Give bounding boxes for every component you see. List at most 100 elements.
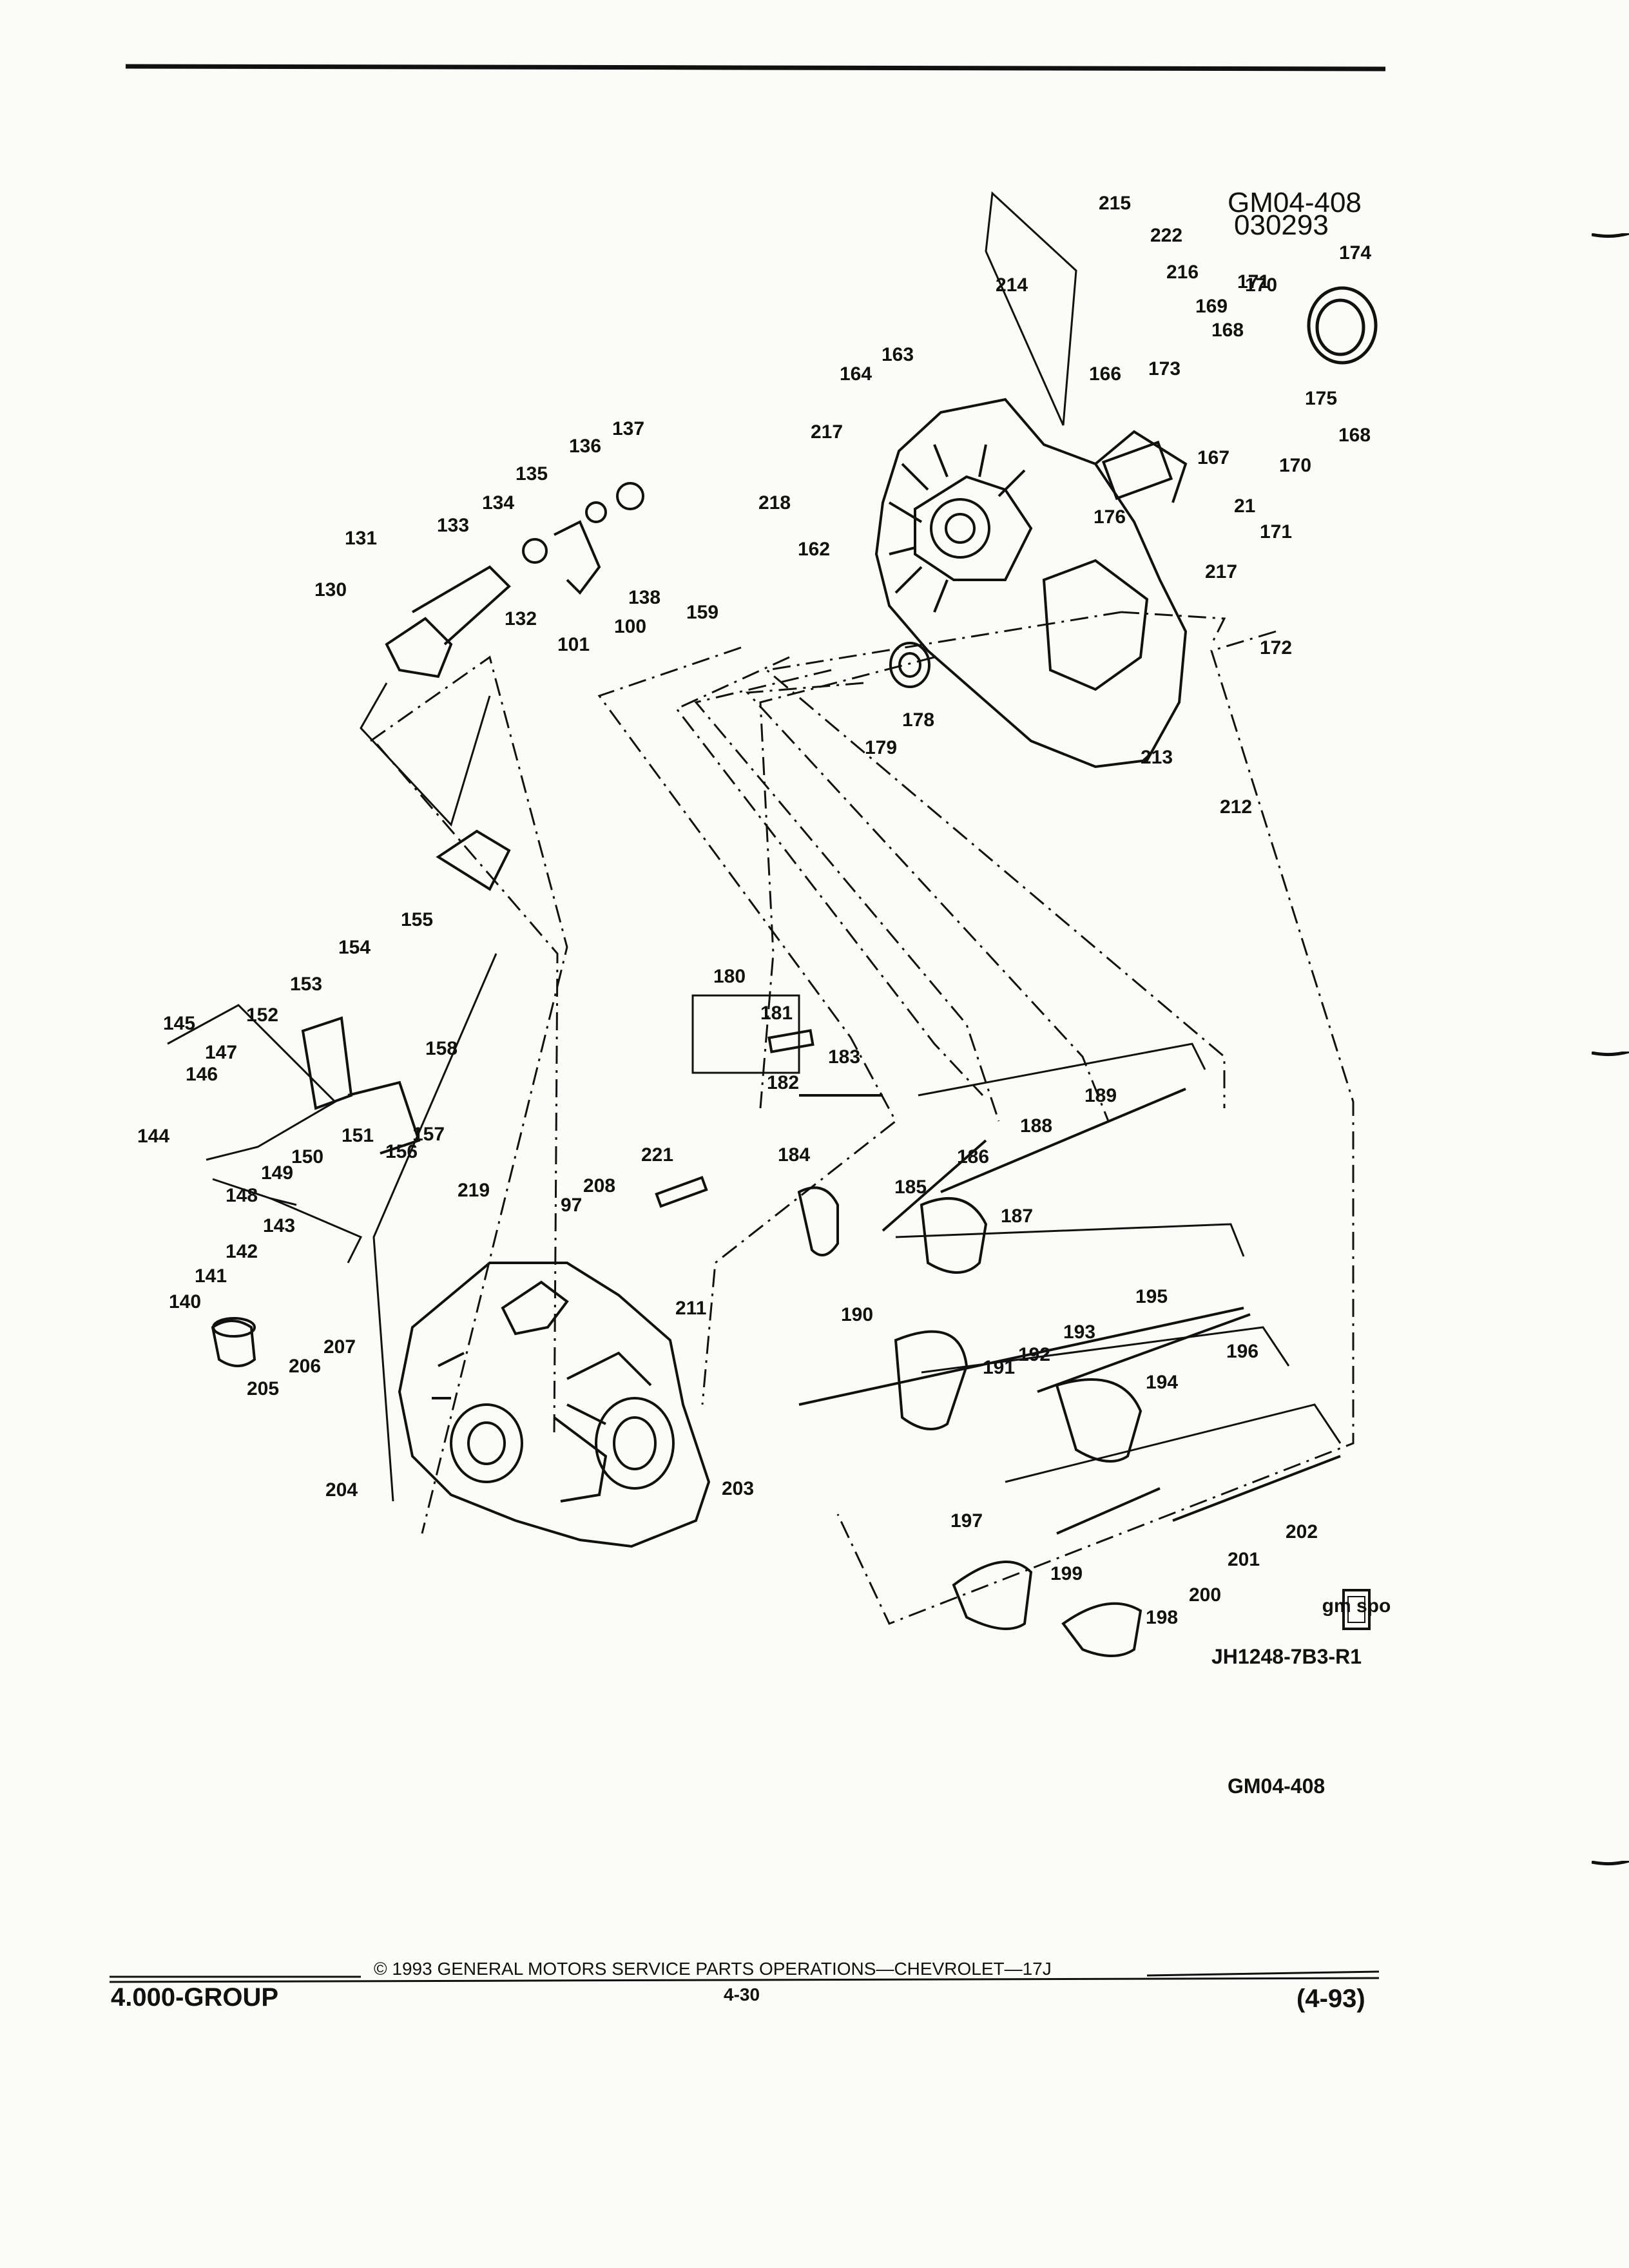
- callout-151: 151: [342, 1125, 374, 1146]
- seal-ring: [1307, 286, 1378, 365]
- gm-spo-badge-text: gm spo: [1322, 1595, 1391, 1617]
- callout-206: 206: [289, 1356, 321, 1377]
- callout-190: 190: [841, 1304, 873, 1325]
- callout-171: 171: [1237, 271, 1269, 293]
- callout-140: 140: [169, 1291, 201, 1312]
- footer-page-number: 4-30: [724, 1984, 760, 2004]
- callout-147: 147: [205, 1042, 237, 1063]
- callout-134: 134: [482, 492, 514, 514]
- subassembly-outlines: [167, 191, 1342, 1502]
- callout-207: 207: [323, 1336, 356, 1358]
- callout-labels: 2197100101130131132133134135136137138140…: [137, 193, 1371, 1628]
- callout-21: 21: [1234, 495, 1255, 517]
- callout-144: 144: [137, 1126, 169, 1147]
- callout-221: 221: [641, 1144, 673, 1166]
- callout-204: 204: [325, 1479, 358, 1501]
- callout-159: 159: [686, 602, 718, 623]
- callout-193: 193: [1063, 1321, 1095, 1343]
- gm-spo-badge: gm spo: [1322, 1589, 1391, 1630]
- header-ref-date: 030293: [1234, 209, 1329, 241]
- callout-132: 132: [505, 608, 537, 629]
- callout-188: 188: [1020, 1115, 1052, 1137]
- callout-196: 196: [1226, 1341, 1258, 1362]
- callout-130: 130: [314, 579, 347, 601]
- callout-138: 138: [628, 587, 660, 608]
- callout-183: 183: [828, 1046, 860, 1068]
- callout-180: 180: [713, 966, 746, 987]
- callout-155: 155: [401, 909, 433, 930]
- callout-170: 170: [1245, 274, 1277, 296]
- callout-166: 166: [1089, 363, 1121, 385]
- callout-174: 174: [1339, 242, 1371, 264]
- callout-131: 131: [345, 528, 377, 549]
- header-ref-code: GM04-408: [1228, 187, 1362, 218]
- footer-date: (4-93): [1296, 1984, 1365, 2013]
- callout-213: 213: [1141, 747, 1173, 768]
- callout-201: 201: [1228, 1549, 1260, 1570]
- edge-tab-mark-3: [1592, 1861, 1629, 1866]
- edge-tab-mark-2: [1592, 1052, 1629, 1057]
- callout-215: 215: [1099, 193, 1131, 214]
- callout-203: 203: [722, 1478, 754, 1499]
- callout-97: 97: [561, 1195, 582, 1216]
- callout-173: 173: [1148, 358, 1181, 380]
- clutch-housing: [874, 398, 1188, 769]
- shift-forks-and-rails: [655, 1029, 1341, 1657]
- shift-lever-assembly: [211, 482, 644, 1367]
- callout-150: 150: [291, 1146, 323, 1168]
- callout-136: 136: [569, 436, 601, 457]
- callout-195: 195: [1135, 1286, 1168, 1307]
- callout-163: 163: [882, 344, 914, 365]
- callout-156: 156: [385, 1141, 418, 1162]
- callout-189: 189: [1084, 1085, 1117, 1106]
- callout-141: 141: [195, 1265, 227, 1287]
- callout-216: 216: [1166, 262, 1199, 283]
- callout-146: 146: [186, 1064, 218, 1085]
- callout-212: 212: [1220, 796, 1252, 818]
- callout-202: 202: [1286, 1521, 1318, 1542]
- callout-194: 194: [1146, 1372, 1178, 1393]
- callout-100: 100: [614, 616, 646, 637]
- callout-157: 157: [412, 1124, 445, 1145]
- callout-171: 171: [1260, 521, 1292, 543]
- callout-148: 148: [226, 1185, 258, 1206]
- callout-217: 217: [1205, 561, 1237, 582]
- callout-219: 219: [458, 1180, 490, 1201]
- footer-rule-right: [1146, 1970, 1380, 1977]
- callout-198: 198: [1146, 1607, 1178, 1628]
- callout-200: 200: [1189, 1584, 1221, 1606]
- callout-164: 164: [840, 363, 872, 385]
- callout-169: 169: [1195, 296, 1228, 317]
- callout-191: 191: [983, 1357, 1015, 1378]
- callout-137: 137: [612, 418, 644, 439]
- callout-181: 181: [760, 1003, 793, 1024]
- transmission-case: [398, 1262, 711, 1548]
- callout-178: 178: [902, 709, 934, 731]
- callout-168: 168: [1211, 320, 1244, 341]
- callout-172: 172: [1260, 637, 1292, 658]
- callout-187: 187: [1001, 1206, 1033, 1227]
- callout-222: 222: [1150, 225, 1182, 246]
- callout-205: 205: [247, 1378, 279, 1399]
- callout-182: 182: [767, 1072, 799, 1093]
- edge-tab-mark-1: [1592, 233, 1629, 238]
- callout-176: 176: [1094, 506, 1126, 528]
- callout-152: 152: [246, 1004, 278, 1026]
- callout-184: 184: [778, 1144, 810, 1166]
- callout-211: 211: [675, 1298, 706, 1319]
- top-rule: [125, 64, 1386, 72]
- footer-group: 4.000-GROUP: [111, 1983, 279, 2012]
- figure-code: JH1248-7B3-R1: [1211, 1645, 1362, 1668]
- callout-208: 208: [583, 1175, 615, 1196]
- callout-149: 149: [261, 1162, 293, 1184]
- callout-186: 186: [957, 1146, 989, 1168]
- callout-175: 175: [1305, 388, 1337, 409]
- callout-145: 145: [163, 1013, 195, 1034]
- footer-rule-bottom: [109, 1977, 1380, 1983]
- callout-143: 143: [263, 1215, 295, 1236]
- callout-218: 218: [758, 492, 791, 514]
- phantom-leader-lines: [370, 611, 1354, 1625]
- footer-copyright: © 1993 GENERAL MOTORS SERVICE PARTS OPER…: [374, 1959, 1052, 1979]
- callout-192: 192: [1018, 1344, 1050, 1365]
- callout-135: 135: [516, 463, 548, 485]
